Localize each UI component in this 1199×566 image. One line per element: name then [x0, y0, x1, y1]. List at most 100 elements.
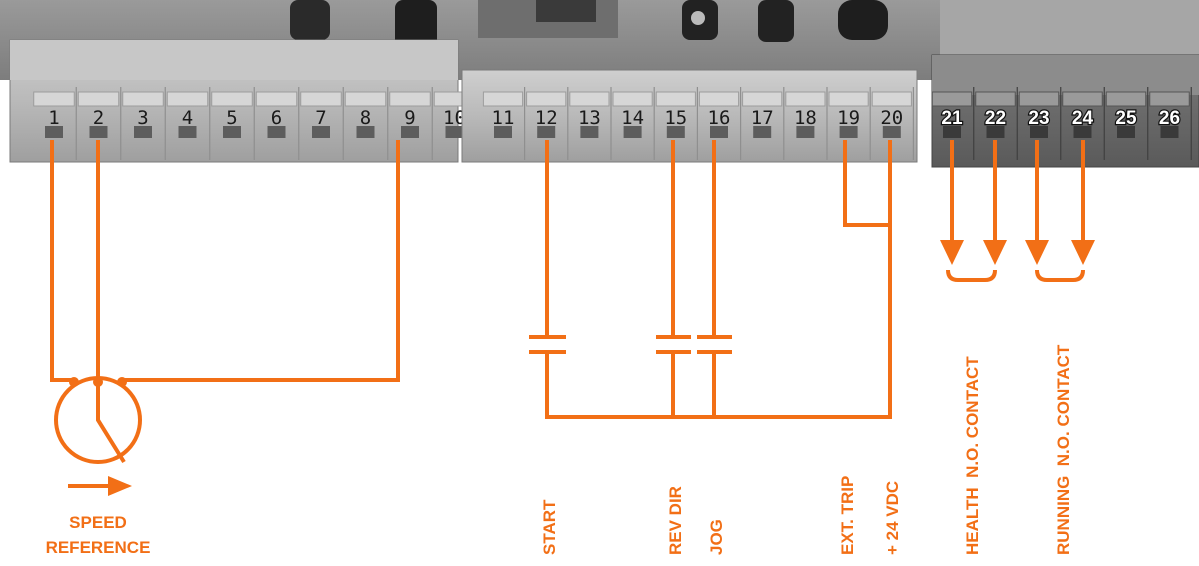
terminal-24[interactable]: 24 [1062, 87, 1105, 160]
terminal-lever [931, 91, 973, 107]
screw-slot [89, 126, 108, 138]
terminal-19[interactable]: 19 [828, 87, 871, 160]
screw-slot [666, 126, 685, 138]
terminal-lever [344, 91, 387, 107]
terminal-11[interactable]: 11 [482, 87, 526, 160]
screw-slot [839, 126, 858, 138]
arrow-down-icon [1025, 240, 1049, 265]
terminal-number: 2 [93, 107, 104, 129]
terminal-lever [526, 91, 567, 107]
terminal-lever [655, 91, 696, 107]
terminal-number: 20 [880, 107, 903, 129]
jog-label: JOG [707, 519, 726, 555]
terminal-number: 6 [271, 107, 282, 129]
terminal-number: 25 [1115, 108, 1137, 129]
terminal-lever [569, 91, 610, 107]
terminal-lever [482, 91, 524, 107]
wiring [50, 140, 1095, 496]
terminal-6[interactable]: 6 [255, 87, 300, 160]
led-icon [691, 11, 705, 25]
screw-slot [986, 126, 1005, 138]
screw-slot [445, 126, 464, 138]
terminal-3[interactable]: 3 [122, 87, 166, 160]
pot-node [93, 377, 103, 387]
screw-slot [134, 126, 152, 138]
terminal-number: 24 [1072, 108, 1094, 129]
terminal-lever [871, 91, 912, 107]
terminal-number: 11 [492, 107, 515, 129]
terminal-13[interactable]: 13 [569, 87, 612, 160]
start-label: START [540, 499, 559, 555]
terminal-16[interactable]: 16 [698, 87, 742, 160]
terminal-number: 1 [48, 107, 59, 129]
screw-slot [882, 126, 901, 138]
terminal-number: 15 [664, 107, 687, 129]
terminal-lever [1018, 91, 1060, 107]
wire-terminal-2-wiper [96, 140, 126, 464]
terminal-number: 26 [1159, 108, 1180, 129]
terminal-number: 19 [837, 107, 860, 129]
wire-terminal-9 [120, 140, 400, 382]
speed-reference-label-2: REFERENCE [46, 538, 151, 557]
terminal-20[interactable]: 20 [871, 87, 915, 160]
screw-slot [178, 126, 197, 138]
terminal-lever [300, 91, 342, 107]
terminal-number: 13 [578, 107, 601, 129]
terminal-number: 18 [794, 107, 817, 129]
arrow-down-icon [940, 240, 964, 265]
running-brace [1035, 269, 1085, 282]
terminal-lever [1105, 91, 1147, 107]
top-recess [290, 0, 330, 40]
screw-slot [1030, 126, 1048, 138]
arrow-right-icon [108, 476, 132, 496]
top-recess [758, 0, 794, 42]
screw-slot [45, 126, 63, 138]
terminal-lever [785, 91, 826, 107]
running-contact-label: RUNNING N.O. CONTACT [1054, 344, 1073, 555]
terminal-7[interactable]: 7 [300, 87, 344, 160]
arrow-down-icon [983, 240, 1007, 265]
rev-dir-label: REV DIR [666, 486, 685, 555]
screw-slot [356, 126, 375, 138]
wire-ext-trip-link [843, 140, 890, 227]
terminal-block-2: 11 12 13 14 15 16 17 18 19 20 [461, 69, 918, 163]
terminal-lever [828, 91, 869, 107]
terminal-lever [33, 91, 75, 107]
terminal-26[interactable]: 26 [1149, 87, 1192, 160]
terminal-9[interactable]: 9 [389, 87, 433, 160]
terminal-18[interactable]: 18 [785, 87, 828, 160]
wire-terminal-1 [50, 140, 74, 382]
terminal-lever [1149, 91, 1190, 107]
terminal-number: 17 [751, 107, 774, 129]
terminal-5[interactable]: 5 [211, 87, 255, 160]
screw-slot [753, 126, 772, 138]
terminal-4[interactable]: 4 [166, 87, 211, 160]
terminal-number: 23 [1028, 108, 1049, 129]
terminal-15[interactable]: 15 [655, 87, 699, 160]
screw-slot [223, 126, 241, 138]
terminal-17[interactable]: 17 [742, 87, 785, 160]
screw-slot [267, 126, 286, 138]
terminal-lever [211, 91, 253, 107]
terminal-25[interactable]: 25 [1105, 87, 1149, 160]
terminal-8[interactable]: 8 [344, 87, 389, 160]
terminal-number: 5 [226, 107, 237, 129]
terminal-12[interactable]: 12 [526, 87, 569, 160]
terminal-2[interactable]: 2 [77, 87, 122, 160]
screw-slot [710, 126, 728, 138]
terminal-number: 9 [404, 107, 415, 129]
terminal-lever [975, 91, 1016, 107]
health-brace [946, 269, 997, 282]
terminal-23[interactable]: 23 [1018, 87, 1062, 160]
terminal-lever [77, 91, 120, 107]
terminal-lever [255, 91, 298, 107]
labels: SPEED REFERENCE START REV DIR JOG EXT. T… [46, 344, 1073, 557]
terminal-14[interactable]: 14 [612, 87, 655, 160]
terminal-22[interactable]: 22 [975, 87, 1018, 160]
terminal-number: 7 [315, 107, 326, 129]
terminal-1[interactable]: 1 [33, 87, 77, 160]
screw-slot [401, 126, 419, 138]
screw-slot [580, 126, 599, 138]
terminal-21[interactable]: 21 [931, 87, 975, 160]
